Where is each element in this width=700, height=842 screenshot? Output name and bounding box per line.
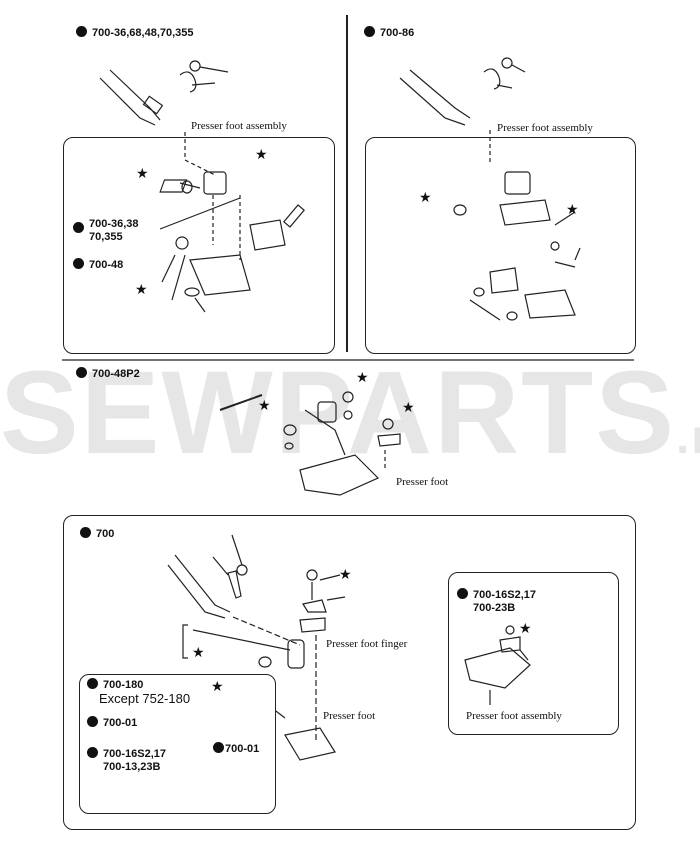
caption-presser-foot-assembly-tl: Presser foot assembly [191,120,287,132]
star-icon: ★ [339,566,352,582]
inset-left-model: 700-180 [87,678,143,692]
variant-label-b: 700-48 [73,258,123,272]
inset-left-except: Except 752-180 [99,691,191,706]
star-icon: ★ [566,201,579,217]
star-icon: ★ [255,146,268,162]
section-title-top-right: 700-86 [364,26,414,40]
section-title-bottom: 700 [80,527,114,541]
star-icon: ★ [258,397,271,413]
star-icon: ★ [136,165,149,181]
star-icon: ★ [419,189,432,205]
bottom-section-box [63,515,636,830]
star-icon: ★ [402,399,415,415]
inset-left-callout: 700-01 [213,742,259,756]
bottom-left-inset-box [79,674,276,814]
caption-presser-foot-assembly-inset: Presser foot assembly [466,710,562,722]
inset-left-variant-a: 700-01 [87,716,137,730]
caption-presser-foot-bottom: Presser foot [323,710,376,722]
caption-presser-foot-finger: Presser foot finger [326,638,408,650]
section-title-top-left: 700-36,68,48,70,355 [76,26,194,40]
star-icon: ★ [211,678,224,694]
caption-presser-foot-mid: Presser foot [396,476,449,488]
section-title-middle: 700-48P2 [76,367,140,381]
presser-foot-parts-tl [159,171,305,313]
star-icon: ★ [192,644,205,660]
star-icon: ★ [519,620,532,636]
presser-bar-arm-bottom [167,534,346,761]
caption-presser-foot-assembly-tr: Presser foot assembly [497,122,593,134]
presser-bar-arm-tl [99,60,229,176]
top-right-inset-box [365,137,636,354]
presser-foot-parts-mid [219,391,401,496]
bottom-right-inset-box [448,572,619,735]
presser-bar-arm-tr [399,57,526,165]
watermark: SEWPARTS.ru [0,347,700,479]
star-icon: ★ [135,281,148,297]
star-icon: ★ [356,369,369,385]
presser-foot-parts-tr [453,171,581,321]
inset-parts-right [464,625,531,705]
top-left-inset-box [63,137,335,354]
